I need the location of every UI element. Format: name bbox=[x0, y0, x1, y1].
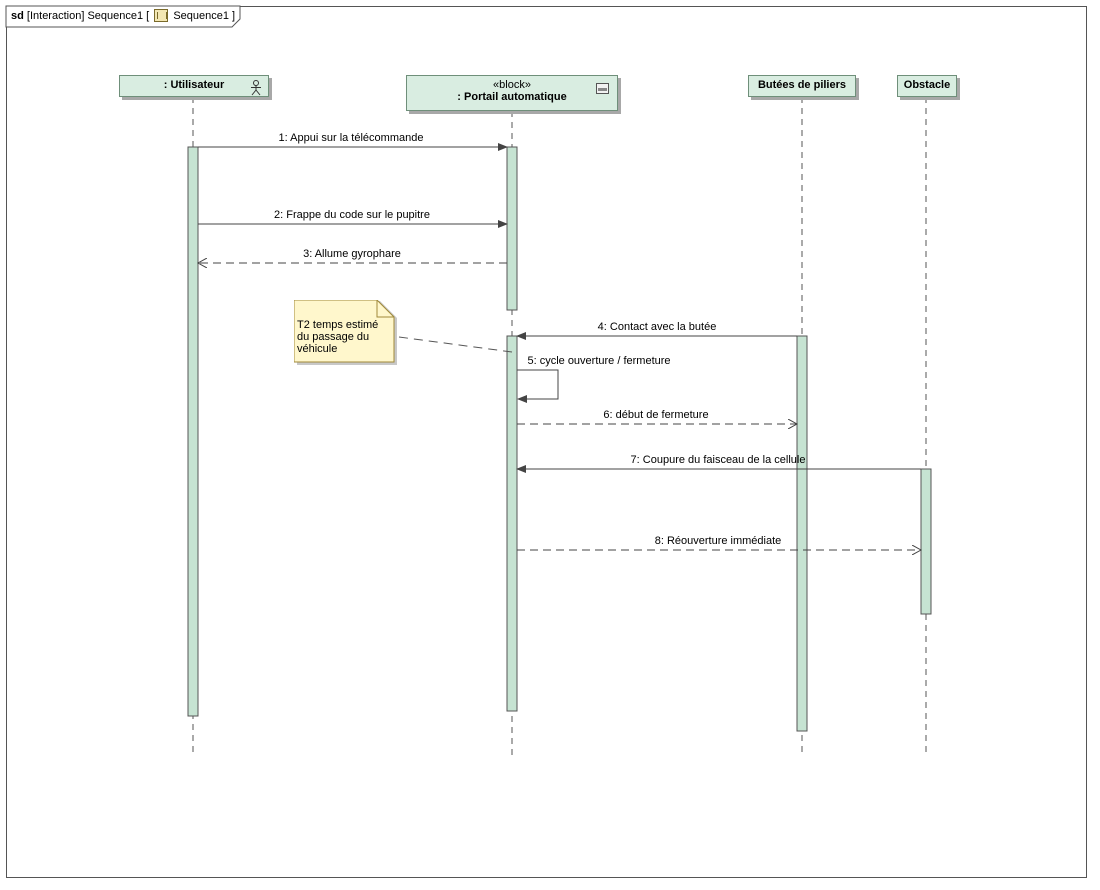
message-label-2[interactable]: 2: Frappe du code sur le pupitre bbox=[274, 209, 430, 221]
frame-title-prefix: [Interaction] Sequence1 [ bbox=[26, 10, 150, 22]
lifeline-name-obstacle: Obstacle bbox=[903, 79, 951, 91]
interaction-icon bbox=[154, 9, 169, 22]
frame-kind: sd bbox=[11, 10, 24, 22]
message-arrow-5 bbox=[517, 369, 559, 403]
block-icon bbox=[596, 83, 609, 94]
activation-bar-butees-3 bbox=[796, 335, 808, 732]
lifeline-name-utilisateur: : Utilisateur bbox=[163, 79, 225, 91]
note-text: T2 temps estimé du passage du véhicule bbox=[297, 319, 379, 355]
message-label-3[interactable]: 3: Allume gyrophare bbox=[303, 248, 401, 260]
note-shape bbox=[294, 300, 397, 365]
lifeline-stereotype-portail: «block» bbox=[493, 79, 531, 91]
message-label-8[interactable]: 8: Réouverture immédiate bbox=[654, 535, 782, 547]
lifeline-head-butees[interactable]: Butées de piliers bbox=[748, 75, 856, 97]
activation-bar-obstacle-4 bbox=[920, 468, 932, 615]
frame-title-suffix: Sequence1 ] bbox=[173, 10, 236, 22]
interaction-frame bbox=[6, 6, 1087, 878]
frame-title: sd [Interaction] Sequence1 [ Sequence1 ] bbox=[11, 9, 235, 22]
message-label-7[interactable]: 7: Coupure du faisceau de la cellule bbox=[630, 454, 806, 466]
message-label-4[interactable]: 4: Contact avec la butée bbox=[597, 321, 717, 333]
message-label-6[interactable]: 6: début de fermeture bbox=[603, 409, 709, 421]
activation-bar-utilisateur-0 bbox=[187, 146, 199, 717]
message-label-5[interactable]: 5: cycle ouverture / fermeture bbox=[527, 355, 671, 367]
actor-icon bbox=[251, 80, 261, 96]
message-label-1[interactable]: 1: Appui sur la télécommande bbox=[278, 132, 424, 144]
frame-tab-shape bbox=[5, 5, 241, 28]
lifeline-head-obstacle[interactable]: Obstacle bbox=[897, 75, 957, 97]
activation-bar-portail-2 bbox=[506, 335, 518, 712]
activation-bar-portail-1 bbox=[506, 146, 518, 311]
note-anchor-line bbox=[398, 336, 513, 353]
comment-note[interactable]: T2 temps estimé du passage du véhicule bbox=[294, 300, 397, 365]
lifeline-name-butees: Butées de piliers bbox=[757, 79, 847, 91]
lifeline-head-utilisateur[interactable]: : Utilisateur bbox=[119, 75, 269, 97]
lifeline-name-portail: : Portail automatique bbox=[457, 91, 567, 103]
lifeline-head-portail[interactable]: «block» : Portail automatique bbox=[406, 75, 618, 111]
